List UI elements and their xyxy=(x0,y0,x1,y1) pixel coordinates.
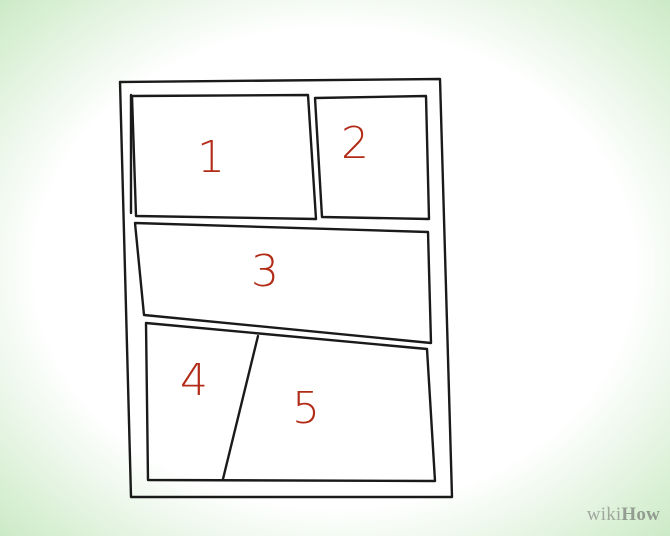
panel-4-label: 4 xyxy=(180,355,208,406)
panel-1-border xyxy=(130,93,318,221)
panel-2-border xyxy=(313,94,431,221)
page-outer-frame xyxy=(118,77,454,499)
panel-2-label: 2 xyxy=(341,118,369,169)
panel-5-label: 5 xyxy=(292,383,320,434)
wikihow-watermark: wikiHow xyxy=(587,504,660,526)
panel-1-label: 1 xyxy=(197,132,225,183)
panel-4-5-border xyxy=(144,321,437,483)
watermark-prefix: wiki xyxy=(586,504,622,525)
panel-4-5-divider xyxy=(221,334,260,481)
panel-3-border xyxy=(133,221,433,345)
panel-3-label: 3 xyxy=(251,246,279,297)
watermark-suffix: How xyxy=(621,504,660,525)
